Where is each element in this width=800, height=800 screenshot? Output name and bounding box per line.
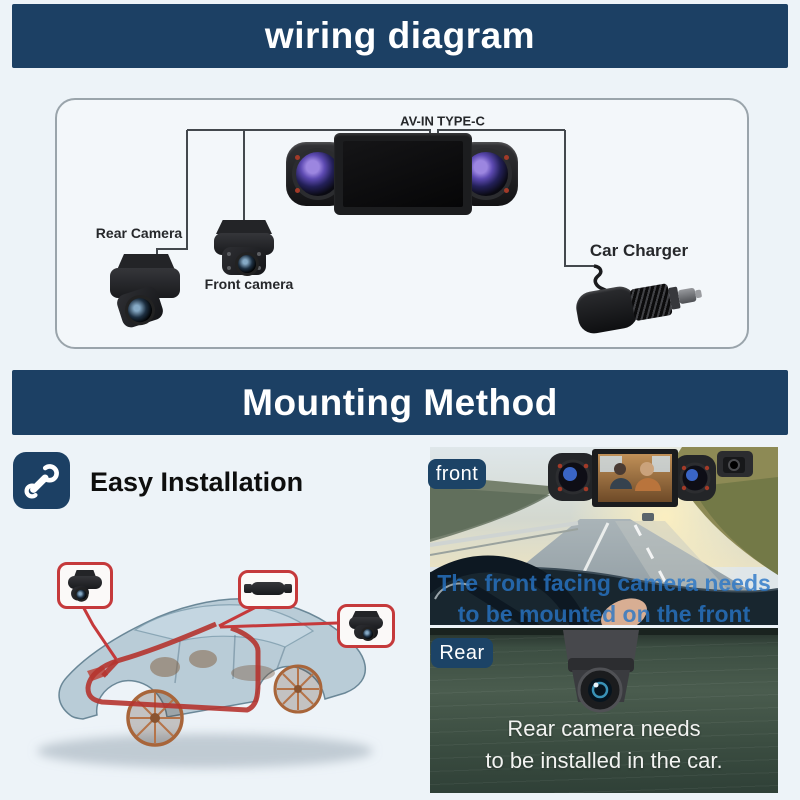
- installed-rear-camera: [563, 630, 639, 713]
- dashcam-left-camera-pod: [286, 142, 350, 206]
- install-icon-box: [13, 452, 70, 509]
- callout-box-rear-camera: [57, 562, 113, 609]
- callout-box-front-camera: [337, 604, 395, 648]
- dashcam-screen: [343, 141, 463, 207]
- front-caption-line1: The front facing camera needs: [437, 570, 771, 596]
- car-illustration: [37, 598, 373, 768]
- car-shadow: [37, 734, 373, 768]
- front-camera-mount: [216, 220, 272, 234]
- front-mounting-photo: [430, 447, 778, 625]
- wrench-icon: [23, 463, 59, 498]
- front-caption-line2: to be mounted on the front: [457, 601, 751, 627]
- rear-mounting-photo: [430, 628, 778, 793]
- mounting-method-title: Mounting Method: [12, 370, 788, 435]
- rear-wheel: [126, 689, 184, 747]
- callout-box-adapter: [238, 570, 298, 609]
- front-camera-label: Front camera: [204, 276, 294, 292]
- front-camera-face: [222, 247, 266, 276]
- rear-caption-line2: to be installed in the car.: [485, 748, 723, 773]
- cable-route: [85, 621, 261, 713]
- front-wheel: [273, 664, 323, 714]
- av-in-label: AV-IN: [400, 113, 434, 129]
- car-charger-label: Car Charger: [589, 241, 689, 260]
- easy-installation-heading: Easy Installation: [90, 467, 304, 497]
- rear-camera-label: Rear Camera: [95, 225, 183, 241]
- front-camera-lens: [235, 252, 259, 276]
- charger-contact-nub: [694, 289, 703, 299]
- mounted-dashcam: [548, 449, 753, 507]
- dashcam-main-unit: [334, 133, 472, 215]
- charger-ribbed-grip: [629, 283, 673, 322]
- wiring-diagram-panel: AV-IN TYPE-C Rear Camera: [55, 98, 749, 349]
- front-badge: front: [428, 459, 486, 489]
- rear-badge: Rear: [431, 638, 493, 668]
- front-photo-scene: [430, 447, 778, 625]
- type-c-label: TYPE-C: [437, 113, 485, 129]
- wiring-diagram-title: wiring diagram: [12, 4, 788, 68]
- charger-plug-tip: [677, 287, 697, 305]
- wiring-lines: [156, 129, 610, 303]
- rear-camera-mount: [117, 254, 175, 270]
- rear-caption-line1: Rear camera needs: [507, 716, 701, 741]
- rear-camera-photo-scene: [430, 628, 778, 713]
